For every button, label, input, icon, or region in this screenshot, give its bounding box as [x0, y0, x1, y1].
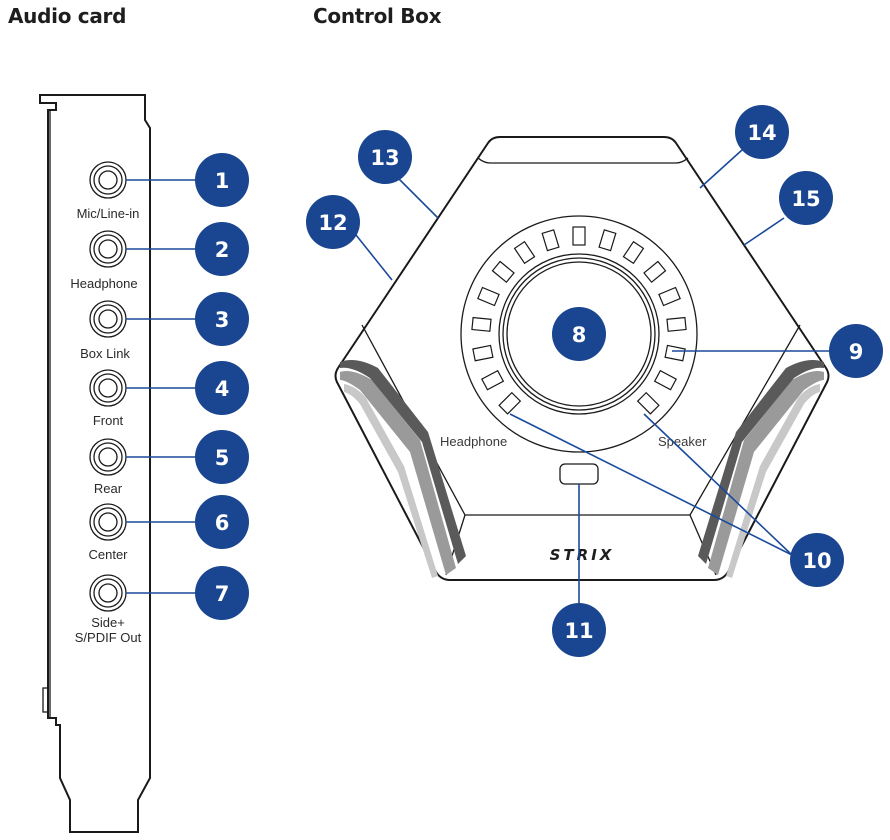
- svg-text:4: 4: [215, 377, 230, 401]
- port-label-4: Front: [93, 413, 124, 428]
- svg-text:10: 10: [802, 549, 831, 573]
- svg-text:5: 5: [215, 446, 230, 470]
- badge-11: 11: [552, 603, 606, 657]
- port-label-1: Mic/Line-in: [77, 206, 140, 221]
- svg-text:9: 9: [849, 340, 864, 364]
- port-label-5: Rear: [94, 481, 123, 496]
- svg-text:14: 14: [747, 121, 776, 145]
- strix-logo: STRIX: [550, 546, 615, 564]
- knob-led-segments: [471, 226, 687, 415]
- badge-7: 7: [195, 566, 249, 620]
- knob-led-segment: [572, 226, 586, 246]
- knob-led-segment: [480, 369, 505, 391]
- audio-jacks: [89, 161, 127, 612]
- port-label-6: Center: [88, 547, 128, 562]
- badge-10: 10: [790, 533, 844, 587]
- svg-text:3: 3: [215, 308, 230, 332]
- badge-9: 9: [829, 324, 883, 378]
- jack-mic-line-in[interactable]: [89, 161, 127, 199]
- knob-led-segment: [664, 344, 686, 362]
- knob-label-speaker: Speaker: [658, 434, 707, 449]
- port-label-7a: Side+: [91, 615, 125, 630]
- badge-1: 1: [195, 153, 249, 207]
- box-leader-lines: [351, 149, 830, 610]
- control-box-heading: Control Box: [313, 4, 442, 28]
- jack-front[interactable]: [89, 369, 127, 407]
- badge-6: 6: [195, 495, 249, 549]
- badge-12: 12: [306, 195, 360, 249]
- knob-led-segment: [491, 260, 515, 284]
- right-light-bar: [698, 360, 824, 578]
- svg-text:2: 2: [215, 238, 230, 262]
- knob-led-segment: [643, 260, 667, 284]
- knob-led-segment: [653, 369, 678, 391]
- svg-text:7: 7: [215, 582, 230, 606]
- badge-3: 3: [195, 292, 249, 346]
- knob-label-headphone: Headphone: [440, 434, 507, 449]
- svg-text:11: 11: [564, 619, 593, 643]
- port-label-7b: S/PDIF Out: [75, 630, 142, 645]
- audio-card-heading: Audio card: [8, 4, 127, 28]
- card-leader-lines: [126, 179, 200, 594]
- badge-4: 4: [195, 361, 249, 415]
- svg-text:12: 12: [318, 211, 347, 235]
- svg-text:13: 13: [370, 146, 399, 170]
- svg-text:15: 15: [791, 187, 820, 211]
- knob-led-segment: [541, 229, 560, 252]
- jack-headphone[interactable]: [89, 230, 127, 268]
- port-label-2: Headphone: [70, 276, 137, 291]
- knob-led-segment: [513, 240, 536, 265]
- knob-led-segment: [622, 240, 645, 265]
- svg-text:8: 8: [572, 323, 587, 347]
- knob-led-segment: [477, 286, 500, 307]
- knob-led-segment: [658, 286, 681, 307]
- knob-led-segment: [636, 391, 660, 415]
- knob-led-segment: [471, 316, 492, 332]
- port-label-3: Box Link: [80, 346, 130, 361]
- knob-led-segment: [598, 229, 617, 252]
- svg-text:6: 6: [215, 511, 230, 535]
- knob-led-segment: [472, 344, 494, 362]
- audio-card-bracket: [39, 94, 151, 833]
- output-toggle-button[interactable]: [559, 463, 599, 485]
- jack-box-link[interactable]: [89, 300, 127, 338]
- badge-14: 14: [735, 105, 789, 159]
- jack-center[interactable]: [89, 503, 127, 541]
- left-light-bar: [340, 360, 466, 578]
- badge-2: 2: [195, 222, 249, 276]
- knob-led-segment: [498, 391, 522, 415]
- volume-knob[interactable]: [460, 215, 698, 453]
- jack-rear[interactable]: [89, 438, 127, 476]
- badge-8: 8: [552, 307, 606, 361]
- jack-side-spdif-out[interactable]: [89, 574, 127, 612]
- badge-13: 13: [358, 130, 412, 184]
- svg-text:1: 1: [215, 169, 230, 193]
- badge-5: 5: [195, 430, 249, 484]
- badge-15: 15: [779, 171, 833, 225]
- knob-led-segment: [666, 316, 687, 332]
